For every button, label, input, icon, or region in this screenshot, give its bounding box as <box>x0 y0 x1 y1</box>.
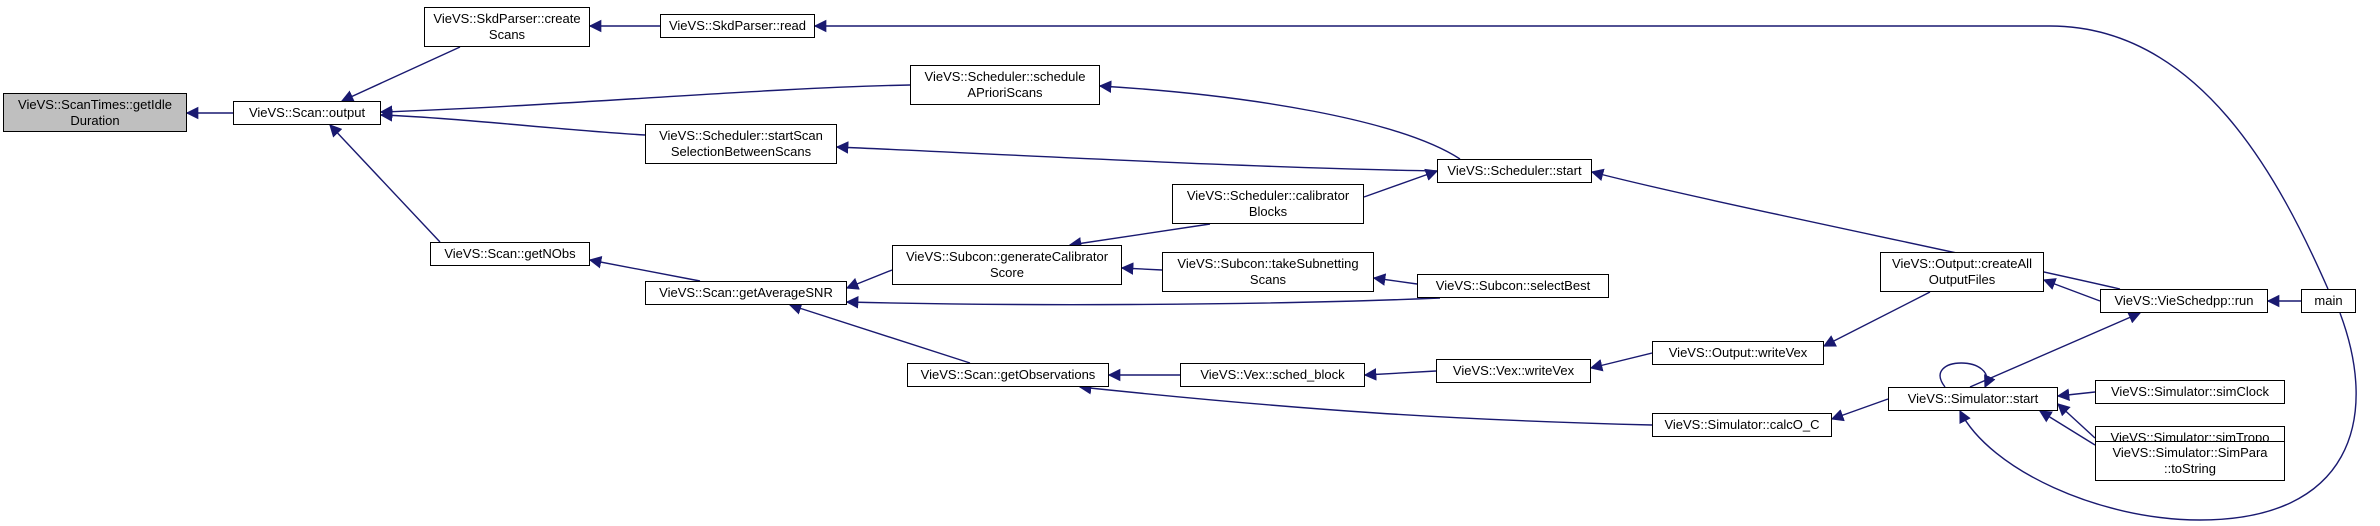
edge-selbest-to-getavg <box>845 295 1441 309</box>
node-takesub[interactable]: VieVS::Subcon::takeSubnetting Scans <box>1162 252 1374 292</box>
edge-schedap-to-output <box>379 84 911 118</box>
edge-getobs-to-getavg <box>788 302 971 364</box>
edge-vierun-to-createall <box>2042 278 2101 302</box>
edge-outvex-to-writevex <box>1589 352 1653 372</box>
node-selbest[interactable]: VieVS::Subcon::selectBest <box>1417 274 1609 298</box>
node-schedstart[interactable]: VieVS::Scheduler::start <box>1437 159 1592 183</box>
node-create[interactable]: VieVS::SkdParser::create Scans <box>424 7 590 47</box>
edge-takesub-to-gencal <box>1120 262 1163 275</box>
node-getidle: VieVS::ScanTimes::getIdle Duration <box>3 93 187 132</box>
edge-vierun-to-schedstart <box>1590 168 2121 290</box>
edge-createall-to-outvex <box>1822 291 1931 347</box>
edge-simstart-to-vierun <box>1969 311 2142 388</box>
edge-getnobs-to-output <box>329 124 441 243</box>
node-simclock[interactable]: VieVS::Simulator::simClock <box>2095 380 2285 404</box>
node-output[interactable]: VieVS::Scan::output <box>233 101 381 125</box>
node-sched[interactable]: VieVS::Vex::sched_block <box>1180 363 1365 387</box>
edge-startscan-to-output <box>379 109 646 136</box>
edge-schedstart-to-schedap <box>1098 80 1461 160</box>
edge-gencal-to-getavg <box>845 269 893 290</box>
edge-writevex-to-sched <box>1363 368 1437 381</box>
edge-main-to-read <box>813 19 2329 290</box>
node-simpara[interactable]: VieVS::Simulator::SimPara ::toString <box>2095 441 2285 481</box>
edge-simtropo-to-simstart <box>2057 403 2096 439</box>
edge-schedstart-to-startscan <box>835 141 1438 172</box>
node-vierun[interactable]: VieVS::VieSchedpp::run <box>2100 289 2268 313</box>
node-startscan[interactable]: VieVS::Scheduler::startScan SelectionBet… <box>645 124 837 164</box>
node-calco[interactable]: VieVS::Simulator::calcO_C <box>1652 413 1832 437</box>
node-outvex[interactable]: VieVS::Output::writeVex <box>1652 341 1824 365</box>
edge-simclock-to-simstart <box>2056 388 2096 402</box>
edge-getavg-to-getnobs <box>588 255 701 282</box>
node-read[interactable]: VieVS::SkdParser::read <box>660 14 815 38</box>
edge-simpara-to-simstart <box>2038 410 2096 446</box>
edge-simstart-to-simstart <box>1939 362 1996 389</box>
edge-simstart-to-calco <box>1830 398 1889 422</box>
edge-calco-to-getobs <box>1078 381 1653 426</box>
node-simstart[interactable]: VieVS::Simulator::start <box>1888 387 2058 411</box>
node-main[interactable]: main <box>2301 289 2356 313</box>
edge-calib-to-gencal <box>1068 223 1211 250</box>
node-getavg[interactable]: VieVS::Scan::getAverageSNR <box>645 281 847 305</box>
node-gencal[interactable]: VieVS::Subcon::generateCalibrator Score <box>892 245 1122 285</box>
edge-main-to-simstart <box>1959 312 2357 521</box>
node-schedap[interactable]: VieVS::Scheduler::schedule APrioriScans <box>910 65 1100 105</box>
edge-selbest-to-takesub <box>1372 273 1418 286</box>
node-getobs[interactable]: VieVS::Scan::getObservations <box>907 363 1109 387</box>
node-getnobs[interactable]: VieVS::Scan::getNObs <box>430 242 590 266</box>
edge-calib-to-schedstart <box>1363 168 1439 198</box>
node-createall[interactable]: VieVS::Output::createAll OutputFiles <box>1880 252 2044 292</box>
node-calib[interactable]: VieVS::Scheduler::calibrator Blocks <box>1172 184 1364 224</box>
edge-create-to-output <box>340 46 461 103</box>
node-writevex[interactable]: VieVS::Vex::writeVex <box>1436 359 1591 383</box>
